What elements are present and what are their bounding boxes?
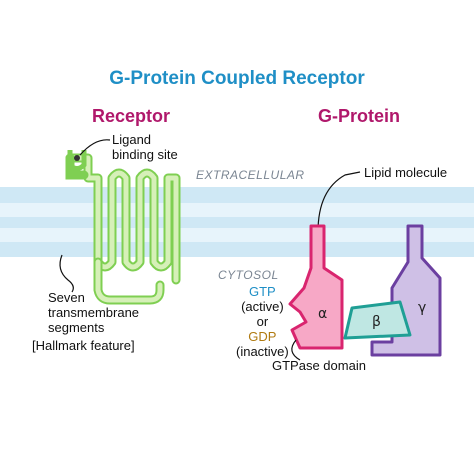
extracellular-label: EXTRACELLULAR <box>196 168 305 182</box>
gamma-symbol: γ <box>418 300 427 316</box>
ligand-binding-pocket <box>67 150 87 171</box>
g-protein-heading: G-Protein <box>318 106 401 126</box>
ligand-label-line2: binding site <box>112 147 178 162</box>
seven-segments-label: Seven transmembrane segments <box>48 290 139 335</box>
ligand-label: Ligand binding site <box>112 132 178 162</box>
seven-segments-pointer-line <box>59 254 74 293</box>
gtpase-domain-label: GTPase domain <box>272 358 366 373</box>
diagram-title: G-Protein Coupled Receptor <box>109 68 365 89</box>
cytosol-label: CYTOSOL <box>218 268 279 282</box>
gamma-subunit <box>370 224 442 357</box>
lipid-pointer-line <box>317 171 361 233</box>
gdp-label: GDP <box>248 329 277 344</box>
alpha-symbol: α <box>318 306 328 322</box>
gtp-label: GTP <box>249 284 276 299</box>
hallmark-label: [Hallmark feature] <box>32 338 135 353</box>
seven-label-line3: segments <box>48 320 105 335</box>
receptor-serpentine-inner <box>67 155 179 283</box>
alpha-subunit <box>288 224 344 350</box>
seven-label-line1: Seven <box>48 290 85 305</box>
ligand-pointer-line <box>79 139 111 156</box>
beta-symbol: β <box>372 314 381 330</box>
or-label: or <box>256 314 269 329</box>
cell-membrane <box>0 187 474 257</box>
nucleotide-labels: GTP (active) or GDP (inactive) <box>236 284 289 359</box>
ligand-label-line1: Ligand <box>112 132 152 147</box>
seven-label-line2: transmembrane <box>48 305 140 320</box>
inactive-label: (inactive) <box>236 344 289 359</box>
lipid-label: Lipid molecule <box>364 165 448 180</box>
receptor-heading: Receptor <box>92 106 171 126</box>
gtpase-pointer-line <box>291 339 301 361</box>
ligand-dot <box>74 155 80 161</box>
beta-subunit <box>343 300 412 340</box>
active-label: (active) <box>241 299 284 314</box>
